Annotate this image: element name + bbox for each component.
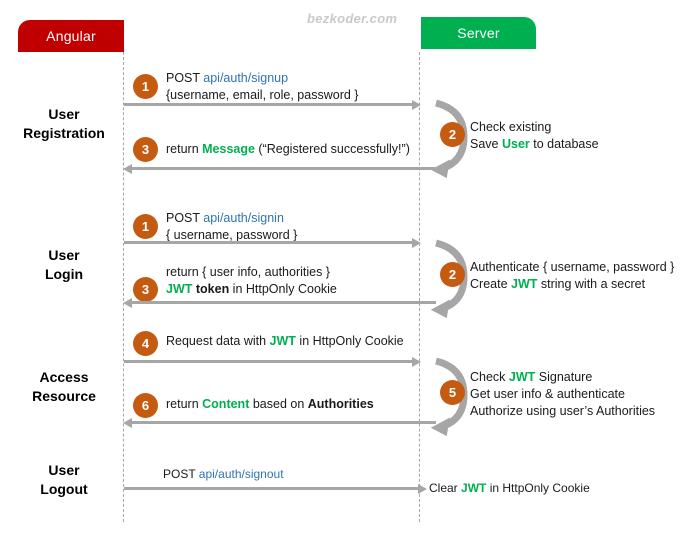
actor-box-server: Server <box>421 17 536 49</box>
step-badge-2-signup-server: 2 <box>440 122 465 147</box>
step-badge-2-signin-server: 2 <box>440 262 465 287</box>
message-resource-request: Request data with JWT in HttpOnly Cookie <box>166 334 404 348</box>
actor-box-client: Angular <box>18 20 124 52</box>
message-signup-request: POST api/auth/signup {username, email, r… <box>166 71 359 102</box>
step-badge-6-resource-response: 6 <box>133 393 158 418</box>
message-signup-server: Check existing Save User to database <box>470 120 599 151</box>
lifeline-server <box>419 52 420 522</box>
arrow-signup-request <box>124 100 421 110</box>
arrow-resource-response <box>123 418 436 428</box>
arrow-signin-response <box>123 298 436 308</box>
message-resource-response: return Content based on Authorities <box>166 397 374 411</box>
arrow-signout-request <box>124 484 427 494</box>
arrow-signin-request <box>124 238 421 248</box>
step-badge-3-signin-response: 3 <box>133 277 158 302</box>
arrow-resource-request <box>124 357 421 367</box>
message-signin-request: POST api/auth/signin { username, passwor… <box>166 211 298 242</box>
section-label-access-resource: Access Resource <box>32 369 96 404</box>
step-badge-1-signin: 1 <box>133 214 158 239</box>
section-label-user-logout: User Logout <box>40 462 88 497</box>
message-signin-response: return { user info, authorities } JWT to… <box>166 265 337 296</box>
lifeline-client <box>123 52 124 522</box>
message-signout-request: POST api/auth/signout <box>163 467 284 481</box>
message-resource-server: Check JWT Signature Get user info & auth… <box>470 370 656 418</box>
watermark: bezkoder.com <box>307 11 398 26</box>
section-label-user-registration: User Registration <box>23 106 105 141</box>
section-label-user-login: User Login <box>44 247 84 282</box>
message-signup-response: return Message (“Registered successfully… <box>166 142 410 156</box>
step-badge-4-resource-request: 4 <box>133 331 158 356</box>
step-badge-3-signup-response: 3 <box>133 137 158 162</box>
step-badge-5-resource-server: 5 <box>440 380 465 405</box>
step-badge-1-signup: 1 <box>133 74 158 99</box>
message-signin-server: Authenticate { username, password } Crea… <box>470 260 675 291</box>
arrow-signup-response <box>123 164 436 174</box>
message-signout-server: Clear JWT in HttpOnly Cookie <box>429 481 590 495</box>
